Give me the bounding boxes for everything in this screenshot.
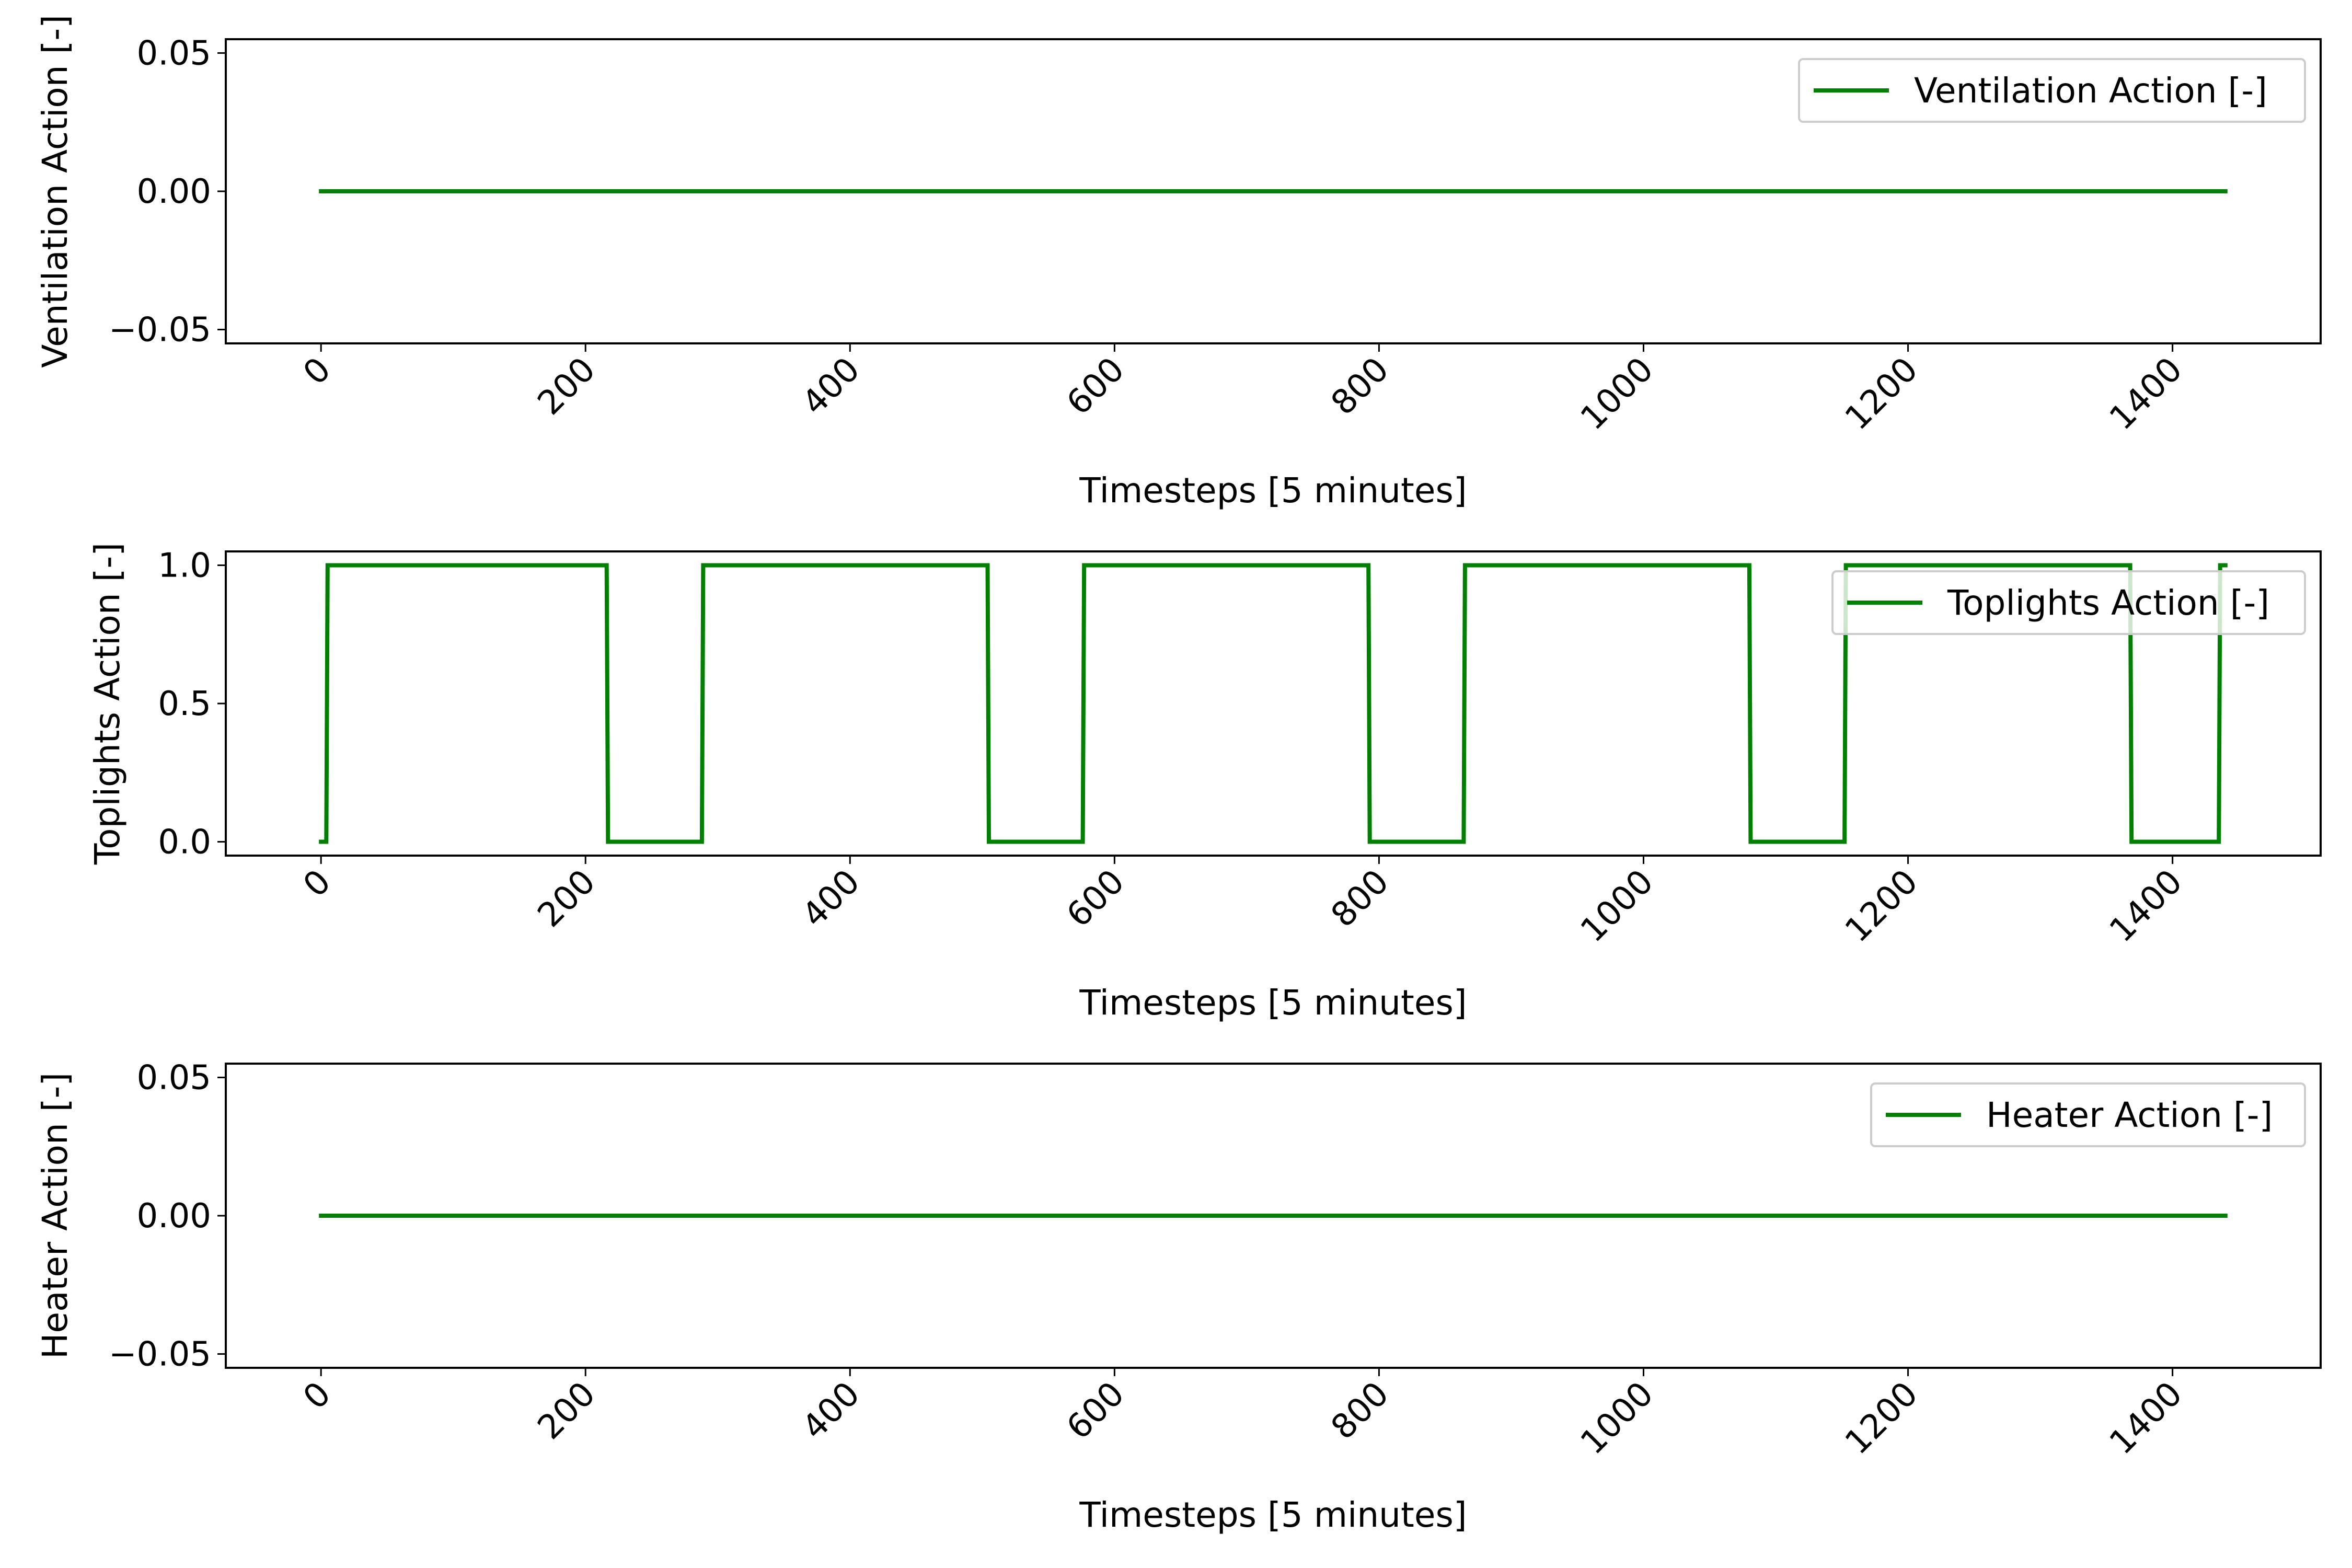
toplights-x-axis-label: Timesteps [5 minutes] [1079,983,1467,1023]
heater-legend [1870,1082,2306,1147]
toplights-y-tick-label: 0.5 [158,685,211,723]
toplights-y-tick-label: 0.0 [158,823,211,862]
toplights-y-axis-label: Toplights Action [-] [87,543,128,865]
ventilation-y-axis-label: Ventilation Action [-] [35,15,75,368]
heater-legend-label: Heater Action [-] [1986,1095,2273,1135]
ventilation-x-axis-label: Timesteps [5 minutes] [1079,470,1467,511]
heater-y-tick-label: 0.05 [137,1058,212,1097]
heater-y-axis-label: Heater Action [-] [35,1073,75,1359]
heater-x-axis-label: Timesteps [5 minutes] [1079,1495,1467,1535]
ventilation-legend [1798,58,2306,123]
toplights-legend [1831,570,2306,635]
heater-y-tick-label: −0.05 [109,1335,211,1374]
toplights-legend-label: Toplights Action [-] [1947,583,2269,623]
ventilation-y-tick-label: −0.05 [109,311,211,350]
toplights-y-tick-label: 1.0 [158,546,211,585]
ventilation-y-tick-label: 0.00 [137,172,212,211]
ventilation-legend-label: Ventilation Action [-] [1914,71,2267,111]
ventilation-y-tick-label: 0.05 [137,34,212,73]
heater-y-tick-label: 0.00 [137,1197,212,1236]
